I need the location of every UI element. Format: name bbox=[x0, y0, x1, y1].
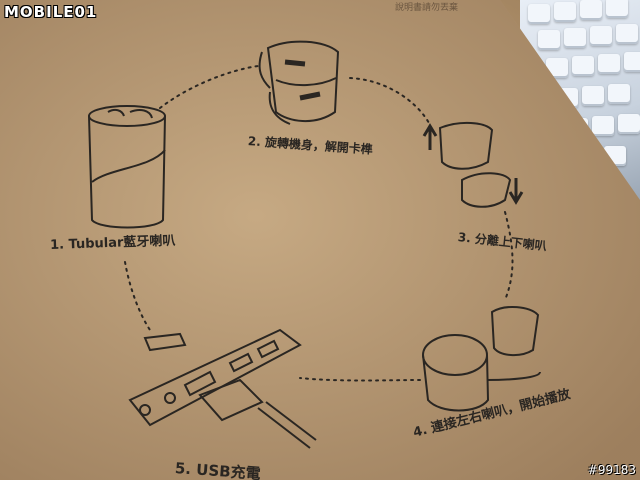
speaker-illustration bbox=[88, 105, 166, 229]
watermark-id: #99183 bbox=[587, 463, 636, 477]
top-text-fragment: 說明書請勿丟棄 bbox=[395, 3, 459, 13]
separate-illustration bbox=[422, 122, 524, 208]
site-logo: MOBILE01 bbox=[4, 3, 98, 21]
twist-illustration bbox=[258, 40, 340, 125]
connect-illustration bbox=[422, 306, 541, 412]
laptop-usb-illustration bbox=[128, 328, 317, 449]
